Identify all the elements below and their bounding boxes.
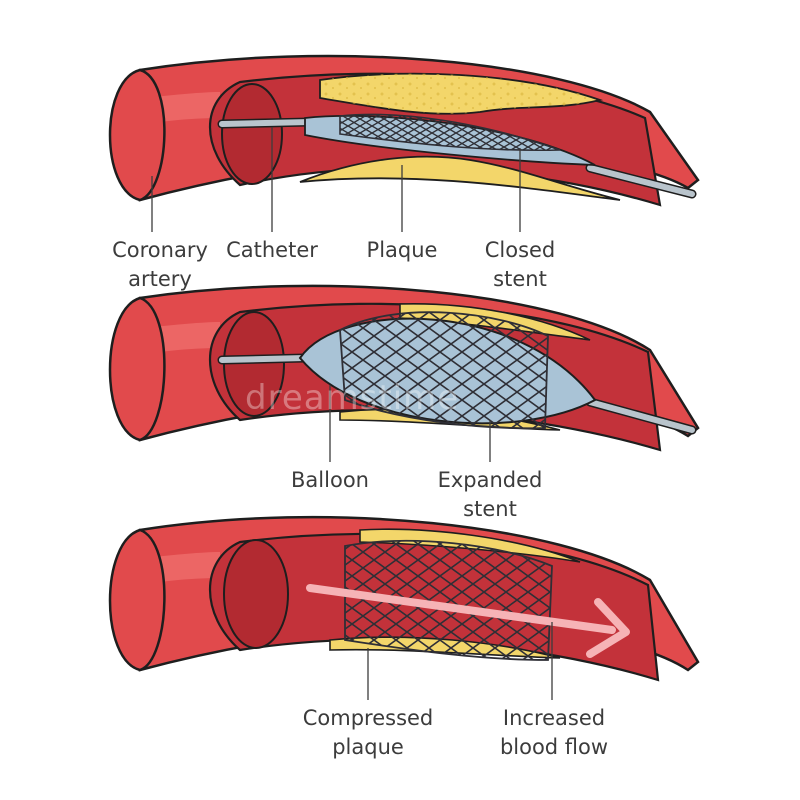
label-increased-blood-flow: Increased blood flow — [500, 704, 608, 762]
label-closed-stent-line2: stent — [493, 267, 547, 291]
label-plaque: Plaque — [367, 236, 438, 265]
blood-flow-arrow — [306, 584, 630, 658]
panel-closed-stent — [108, 54, 700, 232]
lumen-opening — [223, 539, 289, 649]
label-coronary-artery-line2: artery — [128, 267, 192, 291]
label-compressed-plaque: Compressed plaque — [303, 704, 434, 762]
label-coronary-artery-line1: Coronary — [112, 238, 208, 262]
artery-front — [108, 296, 166, 442]
artery-front — [108, 528, 166, 672]
label-compressed-plaque-line1: Compressed — [302, 706, 434, 730]
closed-stent — [339, 113, 561, 152]
label-coronary-artery: Coronary artery — [112, 236, 208, 294]
expanded-stent — [339, 311, 549, 430]
label-blood-flow-line2: blood flow — [499, 735, 609, 759]
plaque-bottom — [299, 155, 621, 201]
label-closed-stent-line1: Closed — [484, 238, 556, 262]
panel-expanded-stent — [108, 284, 700, 462]
label-balloon: Balloon — [291, 466, 369, 495]
label-expanded-stent: Expanded stent — [438, 466, 543, 524]
label-catheter-text: Catheter — [226, 238, 318, 262]
label-closed-stent: Closed stent — [485, 236, 556, 294]
deployed-stent — [344, 540, 553, 661]
label-compressed-plaque-line2: plaque — [332, 735, 404, 759]
watermark: dreamstime — [245, 378, 460, 418]
artery-front — [108, 68, 166, 202]
label-blood-flow-line1: Increased — [502, 706, 606, 730]
label-expanded-stent-line2: stent — [463, 497, 517, 521]
label-expanded-stent-line1: Expanded — [437, 468, 543, 492]
label-balloon-text: Balloon — [291, 468, 369, 492]
label-plaque-text: Plaque — [366, 238, 438, 262]
lumen-opening — [221, 83, 283, 185]
label-catheter: Catheter — [226, 236, 318, 265]
panel-result — [108, 515, 700, 700]
